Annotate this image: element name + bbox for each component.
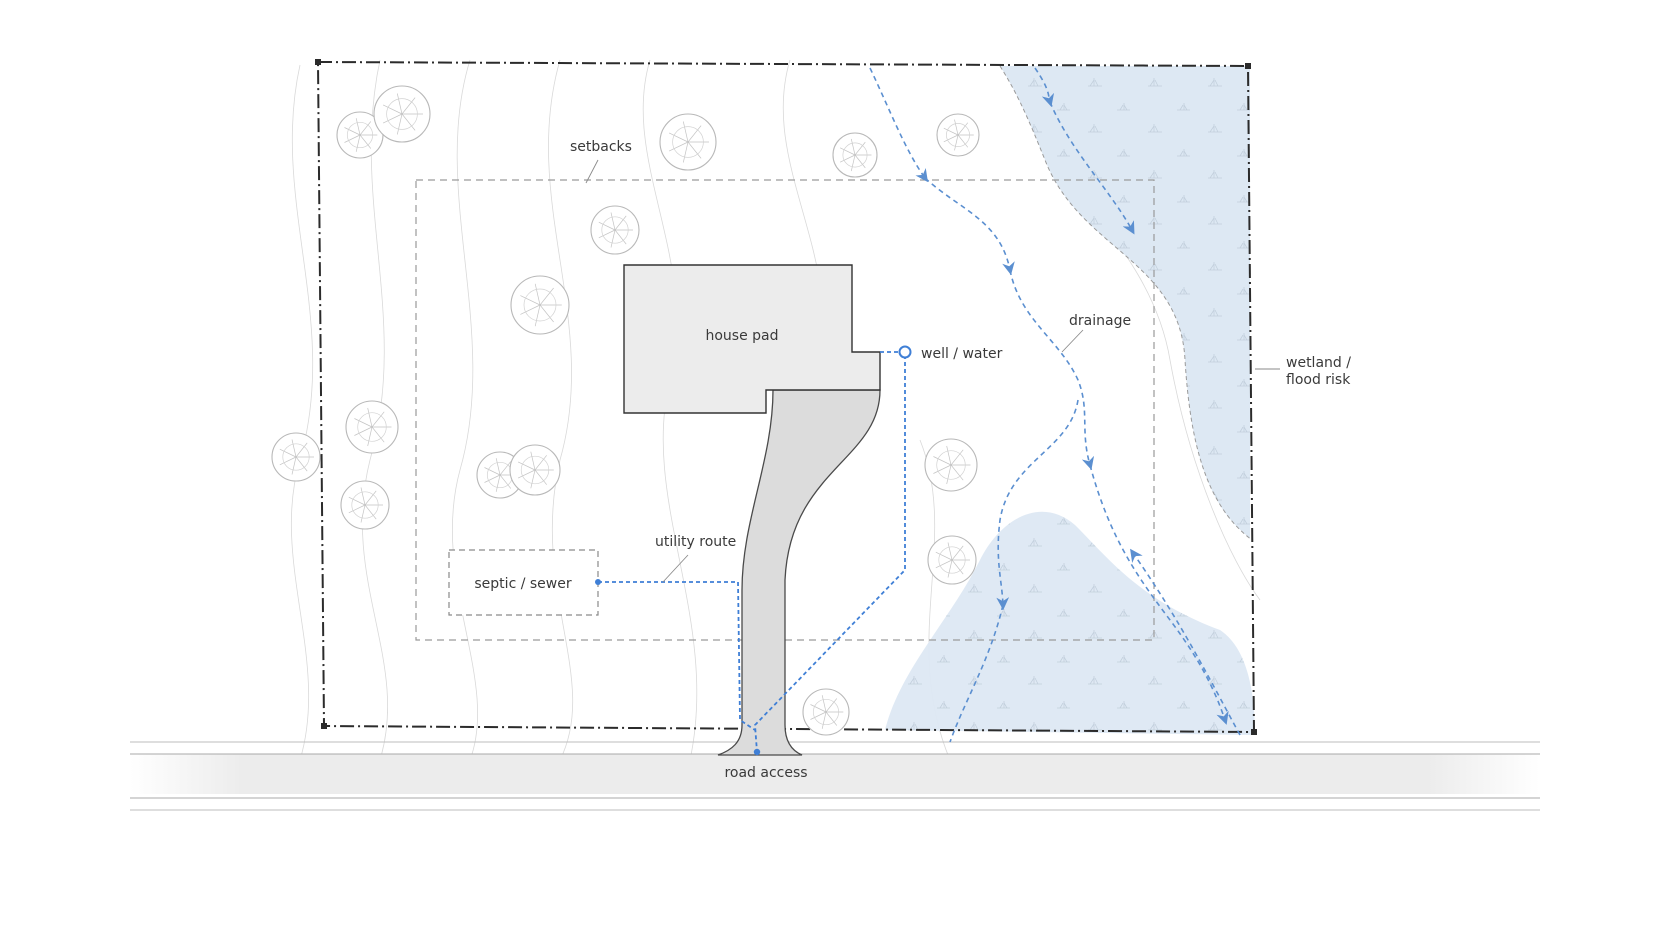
label-drainage: drainage — [1069, 313, 1131, 329]
tree-icon — [373, 85, 431, 143]
driveway — [717, 389, 881, 756]
property-boundary — [315, 59, 1257, 735]
label-wetland-line1: wetland / — [1286, 355, 1351, 371]
road-connection-dot — [753, 748, 761, 756]
label-utility-route: utility route — [655, 534, 736, 550]
label-well: well / water — [921, 346, 1003, 362]
septic-area — [448, 549, 599, 616]
tree-icon — [509, 444, 561, 496]
label-wetland-line2: flood risk — [1286, 372, 1351, 388]
labels: setbacks house pad well / water drainage… — [474, 139, 1351, 781]
tree-icon — [336, 111, 384, 159]
label-septic: septic / sewer — [474, 576, 571, 592]
drainage-flows — [869, 67, 1241, 743]
tree-icon — [927, 535, 977, 585]
label-leaders — [585, 159, 1280, 583]
wetland-flood-zone — [885, 65, 1255, 735]
tree-icon — [924, 438, 978, 492]
utility-route — [595, 345, 912, 756]
well-marker-icon — [898, 345, 912, 359]
tree-icon — [271, 432, 321, 482]
label-road-access: road access — [724, 765, 807, 781]
septic-connection-dot — [595, 579, 601, 585]
road — [130, 741, 1540, 811]
tree-icon — [659, 113, 717, 171]
tree-icon — [340, 480, 390, 530]
tree-icon — [345, 400, 399, 454]
trees — [271, 85, 980, 736]
tree-icon — [590, 205, 640, 255]
tree-icon — [832, 132, 878, 178]
label-house-pad: house pad — [705, 328, 778, 344]
tree-icon — [936, 113, 980, 157]
label-setbacks: setbacks — [570, 139, 632, 155]
tree-icon — [510, 275, 570, 335]
house-pad — [623, 264, 881, 414]
tree-icon — [802, 688, 850, 736]
